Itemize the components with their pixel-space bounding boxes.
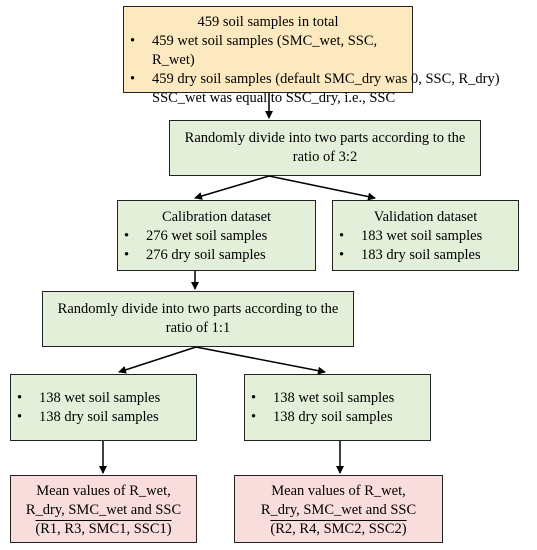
left-dry-bullet: 138 dry soil samples [11,408,196,427]
right-wet-bullet: 138 wet soil samples [245,389,430,408]
total-samples-box: 459 soil samples in total 459 wet soil s… [123,6,500,106]
ssc-note: SSC_wet was equal to SSC_dry, i.e., SSC [152,90,396,106]
calibration-wet-bullet: 276 wet soil samples [118,227,315,246]
calibration-dataset-box: Calibration dataset 276 wet soil samples… [117,200,316,271]
left-wet-bullet: 138 wet soil samples [11,389,196,408]
right-mean-line2: R_dry, SMC_wet and SSC [260,502,417,518]
split-3-2-line1: Randomly divide into two parts according… [184,130,466,146]
calibration-title: Calibration dataset [161,209,272,225]
validation-title: Validation dataset [373,209,478,225]
arrow-split2-to-right [195,346,326,375]
validation-wet-bullet: 183 wet soil samples [333,227,518,246]
right-subset-box: 138 wet soil samples 138 dry soil sample… [244,374,431,441]
split-1-1-line2: ratio of 1:1 [165,320,231,336]
split-3-2-line2: ratio of 3:2 [292,149,358,165]
validation-dry-bullet: 183 dry soil samples [333,246,518,265]
validation-dataset-box: Validation dataset 183 wet soil samples … [332,200,519,271]
calibration-dry-bullet: 276 dry soil samples [118,246,315,265]
right-dry-bullet: 138 dry soil samples [245,408,430,427]
right-mean-line1: Mean values of R_wet, [271,483,406,499]
left-mean-line2: R_dry, SMC_wet and SSC [25,502,182,518]
dry-samples-bullet: 459 dry soil samples (default SMC_dry wa… [124,70,500,89]
split-3-2-box: Randomly divide into two parts according… [169,120,481,176]
right-mean-values-box: Mean values of R_wet, R_dry, SMC_wet and… [234,475,443,543]
split-1-1-box: Randomly divide into two parts according… [42,291,354,347]
total-samples-title: 459 soil samples in total [197,14,339,30]
left-mean-values-box: Mean values of R_wet, R_dry, SMC_wet and… [10,475,197,543]
wet-samples-bullet: 459 wet soil samples (SMC_wet, SSC, R_we… [124,32,412,70]
left-subset-box: 138 wet soil samples 138 dry soil sample… [10,374,197,441]
left-mean-line1: Mean values of R_wet, [36,483,171,499]
left-mean-line3: (R1, R3, SMC1, SSC1) [35,521,172,537]
arrow-split1-to-validation [268,175,376,201]
arrow-split1-to-calibration [194,175,270,200]
arrow-split2-to-left [118,346,197,374]
right-mean-line3: (R2, R4, SMC2, SSC2) [270,521,407,537]
split-1-1-line1: Randomly divide into two parts according… [57,301,339,317]
